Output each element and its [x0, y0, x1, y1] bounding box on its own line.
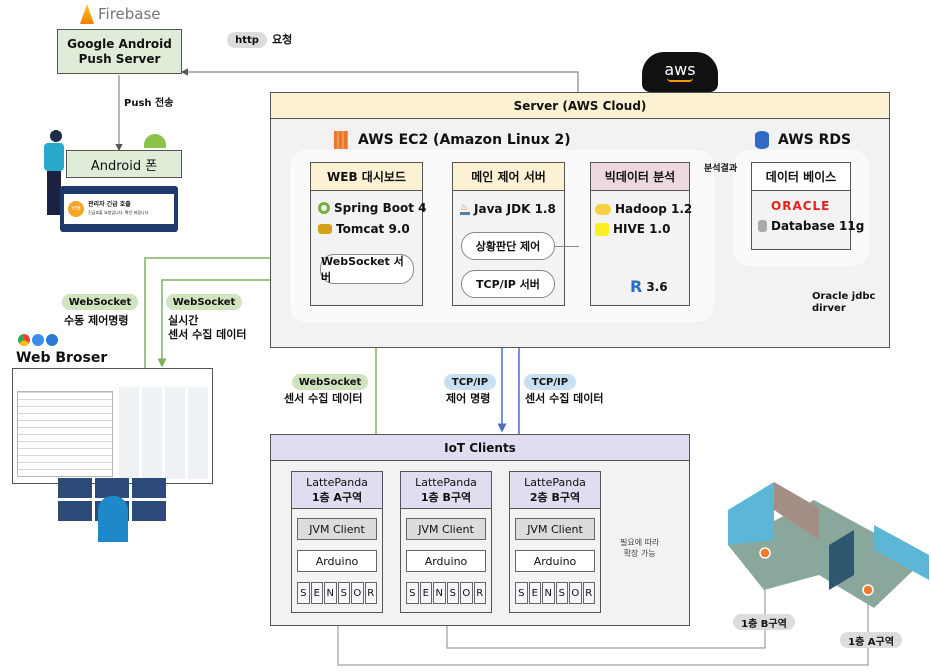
- dashboard-screenshot: [12, 368, 213, 484]
- ws-pill-sensor: WebSocket: [292, 374, 368, 390]
- bigdata-title: 빅데이터 분석: [591, 163, 689, 191]
- tomcat-icon: [318, 224, 332, 234]
- iot-clients-title: IoT Clients: [271, 435, 689, 461]
- ws-sensor-label: 센서 수집 데이터: [284, 392, 363, 405]
- zone-a-sensor-marker: [862, 584, 874, 596]
- floor-illustration: [728, 482, 929, 608]
- ec2-icon: [334, 131, 348, 149]
- person-icon: [44, 130, 66, 218]
- android-phone-box: Android 폰: [66, 150, 182, 178]
- jvm-client: JVM Client: [297, 518, 377, 540]
- web-dashboard-title: WEB 대시보드: [311, 163, 422, 191]
- java-icon: ♨: [460, 203, 470, 215]
- push-label: Push 전송: [124, 98, 174, 109]
- tomcat-item: Tomcat 9.0: [318, 222, 410, 236]
- ec2-title: AWS EC2 (Amazon Linux 2): [358, 132, 571, 148]
- database-title: 데이터 베이스: [752, 163, 850, 191]
- zone-b-sensor-marker: [759, 547, 771, 559]
- aws-cloud-logo: aws: [642, 52, 718, 92]
- phone-notification: YFB 관리자 긴급 호출 긴급호출 요청입니다. 확인 바랍니다: [60, 186, 178, 232]
- manual-control-label: 수동 제어명령: [64, 314, 129, 327]
- http-request-label: 요청: [272, 33, 293, 46]
- zone-b-pill: 1층 B구역: [733, 614, 795, 630]
- database-box: 데이터 베이스: [751, 162, 851, 250]
- android-icon: [144, 134, 166, 148]
- tcp-sensor-label: 센서 수집 데이터: [525, 392, 604, 405]
- jdbc-label: Oracle jdbc dirver: [812, 291, 876, 314]
- oracle-logo: ORACLE: [771, 199, 831, 213]
- safari-icon: [32, 334, 44, 346]
- main-server-title: 메인 제어 서버: [453, 163, 564, 191]
- arduino: Arduino: [406, 550, 486, 572]
- push-server-box: Google Android Push Server: [57, 29, 182, 74]
- ws-pill-realtime: WebSocket: [166, 294, 242, 310]
- firebase-flame-icon: [80, 4, 94, 24]
- firebase-logo: Firebase: [80, 4, 161, 24]
- rds-icon: [755, 131, 769, 149]
- chrome-icon: [18, 334, 30, 346]
- spring-boot-item: Spring Boot 4: [318, 201, 426, 215]
- r-item: R 3.6: [630, 277, 668, 296]
- r-icon: R: [630, 277, 643, 296]
- aws-server-title: Server (AWS Cloud): [271, 93, 889, 119]
- edge-icon: [46, 334, 58, 346]
- realtime-sensor-label: 실시간 센서 수집 데이터: [168, 314, 247, 341]
- websocket-server: WebSocket 서버: [320, 254, 414, 284]
- ws-pill-manual: WebSocket: [62, 294, 138, 310]
- operator-icon: [98, 496, 128, 542]
- hive-item: HIVE 1.0: [595, 222, 670, 236]
- hadoop-item: Hadoop 1.2: [595, 202, 692, 216]
- situation-control: 상황판단 제어: [461, 232, 555, 260]
- arduino: Arduino: [515, 550, 595, 572]
- hive-icon: [595, 222, 609, 236]
- web-browser-title: Web Broser: [16, 350, 108, 366]
- jvm-client: JVM Client: [406, 518, 486, 540]
- database-icon: [758, 220, 767, 232]
- tcp-ip-server: TCP/IP 서버: [461, 270, 555, 298]
- jvm-client: JVM Client: [515, 518, 595, 540]
- zone-a-pill: 1층 A구역: [840, 632, 902, 648]
- operator-monitors-image: [58, 478, 170, 546]
- hadoop-icon: [595, 203, 611, 215]
- java-item: ♨ Java JDK 1.8: [460, 202, 556, 216]
- analysis-result-label: 분석결과: [704, 164, 738, 174]
- arduino: Arduino: [297, 550, 377, 572]
- tcp-command-label: 제어 명령: [446, 392, 491, 405]
- tcp-pill-command: TCP/IP: [444, 374, 496, 390]
- floor-plan-image: [17, 391, 113, 477]
- browser-icons: [18, 334, 58, 346]
- rds-title: AWS RDS: [778, 132, 852, 148]
- tcp-pill-sensor: TCP/IP: [524, 374, 576, 390]
- expand-label: 필요에 따라 확장 가능: [620, 538, 660, 558]
- aws-smile-icon: [667, 78, 693, 82]
- database-product: Database 11g: [758, 219, 864, 233]
- spring-icon: [318, 202, 330, 214]
- notification-badge: YFB: [68, 201, 84, 217]
- sensor-cards: [119, 387, 209, 479]
- http-pill: http: [227, 32, 267, 48]
